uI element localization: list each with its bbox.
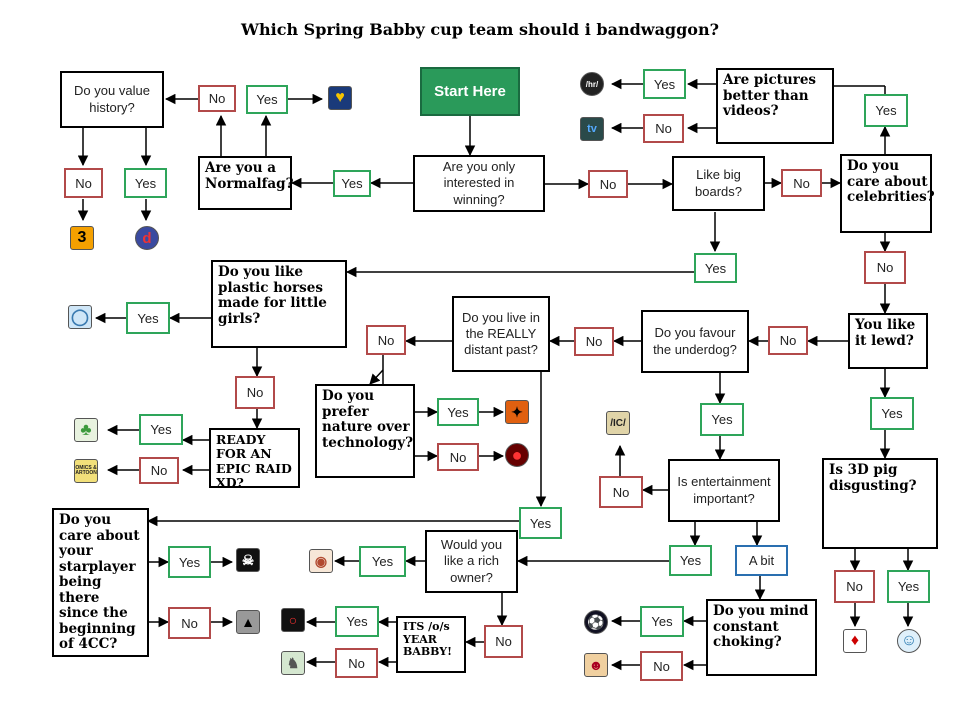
answer-no: No bbox=[574, 327, 614, 356]
start-node: Start Here bbox=[420, 67, 520, 116]
blue-face-icon: ☺ bbox=[897, 629, 921, 653]
d-logo-icon: d bbox=[135, 226, 159, 250]
page-title: Which Spring Babby cup team should i ban… bbox=[241, 20, 719, 39]
question-normalfag: Are you a Normalfag? bbox=[198, 156, 294, 210]
number-three-icon: 3 bbox=[70, 226, 94, 250]
answer-yes: Yes bbox=[669, 545, 712, 576]
answer-no: No bbox=[235, 376, 275, 409]
answer-no: No bbox=[64, 168, 103, 198]
answer-yes: Yes bbox=[519, 507, 562, 539]
answer-no: No bbox=[640, 651, 683, 681]
chef-skull-icon: ☠ bbox=[236, 548, 260, 572]
answer-yes: Yes bbox=[887, 570, 930, 603]
bat-icon: ✦ bbox=[505, 400, 529, 424]
question-entertainment: Is entertainment important? bbox=[668, 459, 780, 522]
answer-no: No bbox=[781, 169, 822, 197]
question-plastic-horses: Do you like plastic horses made for litt… bbox=[211, 260, 347, 348]
answer-no: No bbox=[168, 607, 211, 639]
answer-no: No bbox=[643, 114, 684, 143]
answer-no: No bbox=[335, 648, 378, 678]
answer-no: No bbox=[864, 251, 906, 284]
question-distant-past: Do you live in the REALLY distant past? bbox=[452, 296, 550, 372]
question-choking: Do you mind constant choking? bbox=[706, 599, 817, 676]
football-icon: ⚽ bbox=[584, 610, 608, 634]
question-starplayer: Do you care about your starplayer being … bbox=[52, 508, 149, 657]
question-underdog: Do you favour the underdog? bbox=[641, 310, 749, 373]
question-o-s-year: ITS /o/s YEAR BABBY! bbox=[396, 616, 466, 673]
answer-no: No bbox=[599, 476, 643, 508]
answer-no: No bbox=[768, 326, 808, 355]
question-only-winning: Are you only interested in winning? bbox=[413, 155, 545, 212]
question-value-history: Do you value history? bbox=[60, 71, 164, 128]
horse-icon: ♞ bbox=[281, 651, 305, 675]
walking-man-icon: ▲ bbox=[236, 610, 260, 634]
bear-icon: ◉ bbox=[309, 549, 333, 573]
answer-yes: Yes bbox=[700, 403, 744, 436]
answer-no: No bbox=[588, 170, 628, 198]
clover-icon: ♣ bbox=[74, 418, 98, 442]
question-pictures-videos: Are pictures better than videos? bbox=[716, 68, 834, 144]
question-lewd: You like it lewd? bbox=[848, 313, 928, 369]
question-pig: Is 3D pig disgusting? bbox=[822, 458, 938, 549]
answer-yes: Yes bbox=[359, 546, 406, 577]
answer-yes: Yes bbox=[335, 606, 379, 637]
comics-cartoons-icon: COMICS & CARTOONS bbox=[74, 459, 98, 483]
answer-yes: Yes bbox=[139, 414, 183, 445]
answer-yes: Yes bbox=[870, 397, 914, 430]
question-nature-technology: Do you prefer nature over technology? bbox=[315, 384, 415, 478]
answer-yes: Yes bbox=[246, 85, 288, 114]
answer-no: No bbox=[139, 457, 179, 484]
cartoon-face-icon: ☻ bbox=[584, 653, 608, 677]
question-rich-owner: Would you like a rich owner? bbox=[425, 530, 518, 593]
answer-yes: Yes bbox=[333, 170, 371, 197]
answer-no: No bbox=[366, 325, 406, 355]
answer-yes: Yes bbox=[126, 302, 170, 334]
answer-a-bit: A bit bbox=[735, 545, 788, 576]
answer-no: No bbox=[198, 85, 236, 112]
answer-yes: Yes bbox=[124, 168, 167, 198]
red-crest-icon: ○ bbox=[281, 608, 305, 632]
globe-icon: ◯ bbox=[68, 305, 92, 329]
answer-yes: Yes bbox=[643, 69, 686, 99]
answer-no: No bbox=[834, 570, 875, 603]
answer-yes: Yes bbox=[864, 94, 908, 127]
ic-icon: /IC/ bbox=[606, 411, 630, 435]
arrow bbox=[369, 369, 384, 385]
question-epic-raid: READY FOR AN EPIC RAID XD? bbox=[209, 428, 300, 490]
answer-yes: Yes bbox=[640, 606, 684, 637]
question-celebrities: Do you care about celebrities? bbox=[840, 154, 935, 233]
answer-yes: Yes bbox=[437, 398, 479, 426]
question-big-boards: Like big boards? bbox=[672, 156, 765, 211]
answer-yes: Yes bbox=[168, 546, 211, 578]
hr-icon: /hr/ bbox=[580, 72, 604, 96]
red-badge-icon: ♦ bbox=[843, 629, 867, 653]
answer-yes: Yes bbox=[694, 253, 737, 283]
answer-no: No bbox=[437, 443, 479, 471]
tv-icon: tv bbox=[580, 117, 604, 141]
answer-no: No bbox=[484, 625, 523, 658]
yellow-bird-icon: ♥ bbox=[328, 86, 352, 110]
red-ball-icon: ● bbox=[505, 443, 529, 467]
